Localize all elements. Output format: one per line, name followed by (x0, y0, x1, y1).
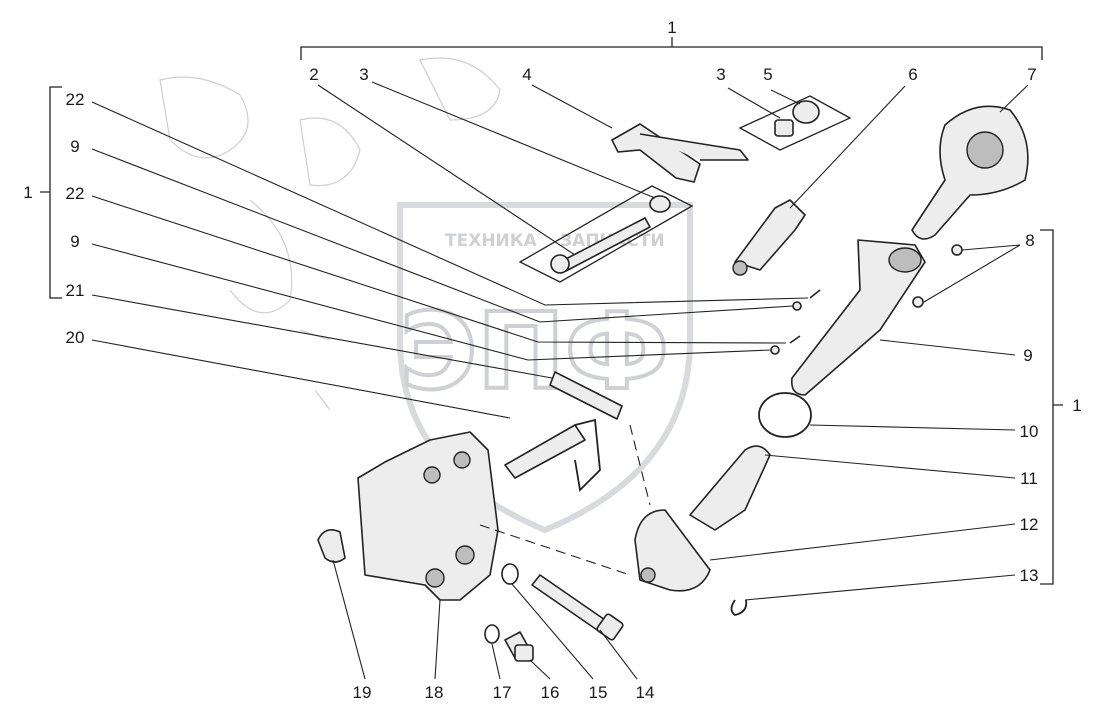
bolt-14 (531, 574, 609, 633)
bracket-18-hole-4 (425, 568, 445, 588)
washer-15 (501, 563, 519, 585)
callout-9a: 9 (70, 137, 79, 156)
bracket-18-hole-1 (423, 466, 441, 484)
bolt-16-head (514, 644, 534, 662)
pin-22a (809, 289, 821, 299)
callout-17: 17 (493, 683, 512, 702)
background-sketch (159, 57, 501, 411)
tube-9-end (888, 247, 922, 273)
bracket-18-hole-3 (455, 545, 475, 565)
callout-15: 15 (589, 683, 608, 702)
callout-21: 21 (66, 281, 85, 300)
callout-7: 7 (1027, 65, 1036, 84)
assembly-line-2 (479, 524, 631, 576)
bushing-3 (649, 195, 671, 213)
top-bracket (300, 37, 1043, 60)
callout-18: 18 (425, 683, 444, 702)
left-bracket (40, 86, 62, 299)
callout-19: 19 (353, 683, 372, 702)
nut-kit-frame (738, 95, 852, 151)
callout-9-right: 9 (1023, 346, 1032, 365)
clip-10 (758, 392, 812, 438)
bolt-kit-frame (518, 185, 694, 283)
watermark: ТЕХНИКА ЗАПЧАСТИ ЭПФ (397, 202, 693, 534)
pin-6 (734, 199, 806, 271)
callout-13: 13 (1020, 566, 1039, 585)
callout-6: 6 (908, 65, 917, 84)
callout-top-group: 1 (667, 18, 676, 37)
callout-12: 12 (1020, 515, 1039, 534)
callout-3b: 3 (716, 65, 725, 84)
callout-5: 5 (763, 65, 772, 84)
brackets (40, 37, 1063, 585)
parts (317, 95, 1029, 662)
callout-2: 2 (309, 65, 318, 84)
callout-11: 11 (1020, 469, 1038, 488)
ball-8b (912, 296, 924, 308)
pin-20-handle (574, 418, 601, 492)
callout-4: 4 (522, 65, 531, 84)
watermark-shield (397, 202, 693, 534)
pin-20 (504, 424, 586, 479)
nut-5 (792, 100, 820, 124)
bracket-18-hole-2 (453, 451, 471, 469)
callout-10: 10 (1020, 422, 1039, 441)
pin-22b (789, 335, 801, 344)
nut-9b (770, 345, 780, 355)
rod-end-7-bore (966, 131, 1004, 169)
rod-end-7 (911, 105, 1029, 240)
tube-9 (790, 239, 926, 396)
bushing-3b (774, 119, 794, 137)
leader-lines (91, 81, 1029, 680)
callout-14: 14 (636, 683, 655, 702)
pin-21 (549, 371, 623, 420)
callout-16: 16 (541, 683, 560, 702)
right-bracket (1040, 229, 1063, 585)
callout-22a: 22 (66, 90, 85, 109)
callout-labels: 1 1 1 2 3 4 3 5 6 7 8 9 10 11 12 13 14 1… (23, 18, 1081, 702)
assembly-line-1 (629, 424, 651, 506)
pin-6-tip (732, 260, 748, 276)
callout-left-group: 1 (23, 183, 32, 202)
callout-20: 20 (66, 328, 85, 347)
bolt-2-head (550, 254, 570, 274)
callout-9b: 9 (70, 232, 79, 251)
link-4 (611, 123, 701, 183)
cotter-19 (317, 529, 346, 563)
callout-8: 8 (1025, 231, 1034, 250)
nut-9a (792, 301, 802, 311)
clip-13 (730, 599, 748, 616)
pin-11 (689, 445, 771, 531)
watermark-logo: ЭПФ (400, 291, 669, 413)
ball-8a (951, 244, 963, 256)
clevis-12-hole (640, 567, 656, 583)
callout-3a: 3 (359, 65, 368, 84)
callout-right-group: 1 (1072, 396, 1081, 415)
callout-22b: 22 (66, 184, 85, 203)
washer-17 (484, 624, 500, 644)
link-4-rod (639, 133, 749, 161)
watermark-line1: ТЕХНИКА (445, 231, 538, 251)
